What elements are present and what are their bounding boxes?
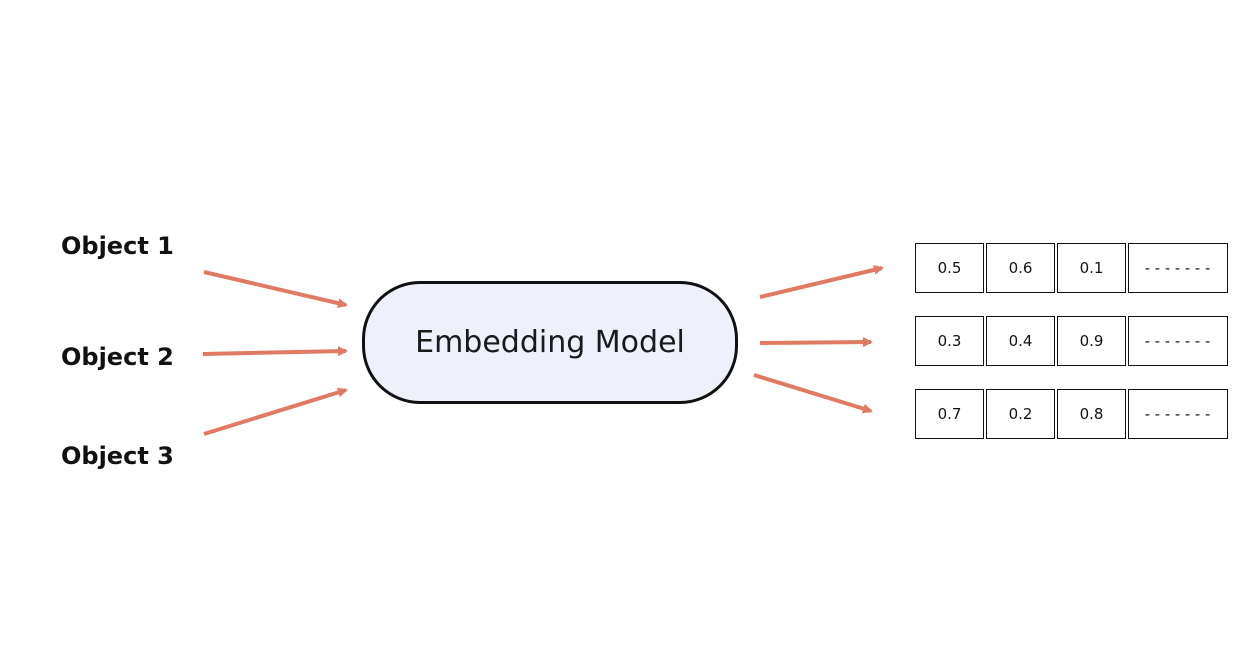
- object-label-3: Object 3: [61, 442, 174, 470]
- vector-cell-more: -------: [1128, 389, 1228, 439]
- arrow-model-to-vector-1: [759, 264, 884, 299]
- vector-cell-more: -------: [1128, 316, 1228, 366]
- arrow-object-2-to-model: [202, 346, 348, 357]
- vector-cell: 0.6: [986, 243, 1055, 293]
- vector-cell: 0.4: [986, 316, 1055, 366]
- vector-cell: 0.2: [986, 389, 1055, 439]
- vector-row-2: 0.3 0.4 0.9 -------: [915, 316, 1228, 366]
- vector-row-1: 0.5 0.6 0.1 -------: [915, 243, 1228, 293]
- arrow-object-1-to-model: [203, 270, 348, 309]
- vector-row-3: 0.7 0.2 0.8 -------: [915, 389, 1228, 439]
- arrow-model-to-vector-3: [753, 373, 873, 414]
- vector-cell: 0.1: [1057, 243, 1126, 293]
- vector-cell: 0.3: [915, 316, 984, 366]
- object-label-1: Object 1: [61, 232, 174, 260]
- arrow-model-to-vector-2: [759, 337, 873, 348]
- embedding-model-label: Embedding Model: [415, 325, 685, 360]
- vector-cell: 0.5: [915, 243, 984, 293]
- vector-cell-more: -------: [1128, 243, 1228, 293]
- arrow-object-3-to-model: [203, 387, 348, 436]
- vector-cell: 0.9: [1057, 316, 1126, 366]
- object-label-2: Object 2: [61, 343, 174, 371]
- vector-cell: 0.8: [1057, 389, 1126, 439]
- vector-cell: 0.7: [915, 389, 984, 439]
- embedding-model-box: Embedding Model: [362, 281, 738, 404]
